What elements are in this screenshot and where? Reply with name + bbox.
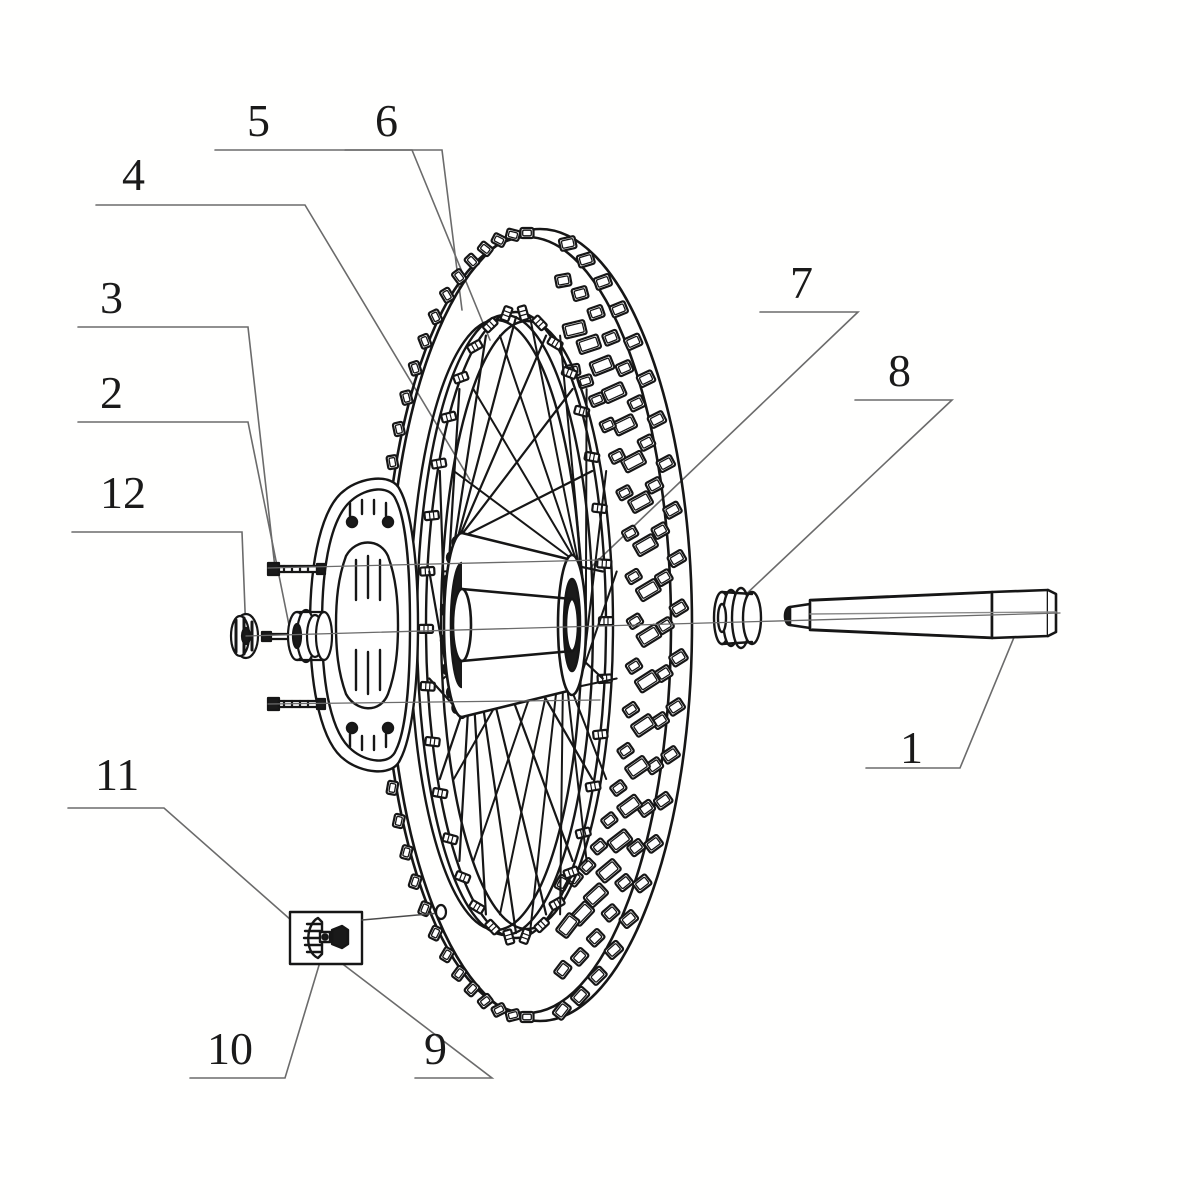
callout-label-3[interactable]: 3	[100, 272, 123, 323]
leader-lines	[67, 149, 1023, 1079]
leader-7	[589, 311, 860, 569]
callout-label-6[interactable]: 6	[375, 95, 398, 146]
leader-3	[77, 326, 276, 569]
leader-11	[67, 807, 301, 929]
mechanical-artwork	[229, 226, 1061, 1024]
callout-label-5[interactable]: 5	[247, 95, 270, 146]
spoke-nipples	[417, 304, 615, 946]
assembly-axis-lines	[245, 559, 1061, 705]
callout-label-4[interactable]: 4	[122, 149, 145, 200]
callout-label-8[interactable]: 8	[888, 345, 911, 396]
leader-2	[77, 421, 291, 631]
tire-tread-face-row-b	[553, 272, 675, 980]
wheel-hub	[442, 531, 588, 719]
leader-4	[95, 204, 471, 481]
leader-5	[214, 149, 491, 341]
callout-label-7[interactable]: 7	[790, 257, 813, 308]
bearing-spacer-stack-left	[286, 608, 334, 664]
inset-connector	[361, 912, 441, 921]
tire-tread-face-row-a	[551, 235, 690, 1021]
tire-tread-face-row-c	[555, 319, 663, 939]
callout-label-11[interactable]: 11	[95, 749, 140, 800]
leader-6	[344, 149, 463, 311]
callout-label-2[interactable]: 2	[100, 367, 123, 418]
leader-8	[741, 399, 955, 599]
rim-valve-location	[434, 903, 448, 921]
brake-disc-bolt-upper	[266, 561, 327, 577]
callout-label-9[interactable]: 9	[424, 1023, 447, 1074]
leader-10	[189, 961, 321, 1079]
leader-9	[339, 961, 495, 1079]
axle-shaft	[783, 588, 1058, 640]
callout-label-10[interactable]: 10	[207, 1023, 253, 1074]
leader-12	[71, 531, 247, 637]
callout-label-1[interactable]: 1	[900, 722, 923, 773]
valve-detail-inset	[288, 910, 364, 966]
axle-spacer-collar	[712, 586, 763, 650]
leader-1	[865, 617, 1023, 769]
callout-label-12[interactable]: 12	[100, 467, 146, 518]
